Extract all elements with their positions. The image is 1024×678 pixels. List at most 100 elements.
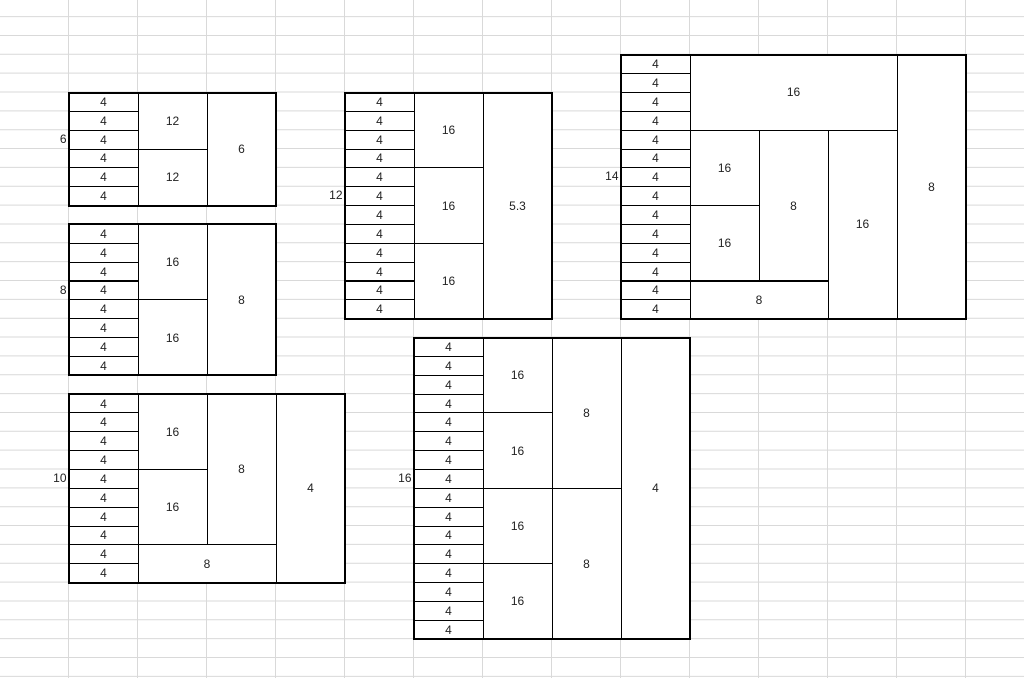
diagram-cell[interactable]: 4 — [413, 431, 484, 452]
side-label[interactable]: 10 — [53, 471, 67, 485]
side-label[interactable]: 8 — [59, 282, 67, 297]
diagram-cell[interactable]: 4 — [413, 374, 484, 395]
diagram-cell[interactable]: 4 — [620, 129, 691, 150]
diagram-cell[interactable]: 5.3 — [482, 92, 553, 320]
diagram-cell[interactable]: 4 — [68, 487, 139, 508]
diagram-cell[interactable]: 4 — [620, 242, 691, 263]
diagram-cell[interactable]: 4 — [68, 148, 139, 169]
diagram-cell[interactable]: 4 — [68, 525, 139, 546]
diagram-cell[interactable]: 12 — [137, 92, 208, 150]
side-label[interactable]: 16 — [398, 471, 412, 485]
diagram-cell[interactable]: 4 — [620, 205, 691, 225]
diagram-cell[interactable]: 4 — [68, 412, 139, 433]
diagram-cell[interactable]: 12 — [137, 148, 208, 207]
diagram-cell[interactable]: 4 — [68, 280, 139, 301]
diagram-cell[interactable]: 16 — [827, 129, 898, 320]
diagram-cell[interactable]: 16 — [137, 223, 208, 301]
diagram-cell[interactable]: 4 — [344, 205, 415, 225]
diagram-cell[interactable]: 4 — [68, 318, 139, 339]
diagram-cell[interactable]: 4 — [275, 393, 346, 584]
diagram-cell[interactable]: 4 — [413, 337, 484, 357]
diagram-cell[interactable]: 4 — [68, 261, 139, 282]
diagram-cell[interactable]: 4 — [620, 186, 691, 207]
diagram-cell[interactable]: 16 — [137, 393, 208, 470]
side-label[interactable]: 14 — [605, 169, 619, 184]
diagram-cell[interactable]: 4 — [344, 110, 415, 131]
diagram-cell[interactable]: 8 — [689, 280, 829, 320]
diagram-cell[interactable]: 16 — [482, 337, 553, 414]
diagram-cell[interactable]: 4 — [68, 563, 139, 584]
diagram-cell[interactable]: 4 — [68, 110, 139, 131]
diagram-cell[interactable]: 16 — [413, 92, 484, 169]
diagram-cell[interactable]: 16 — [137, 469, 208, 546]
diagram-cell[interactable]: 4 — [344, 148, 415, 169]
diagram-cell[interactable]: 4 — [620, 280, 691, 301]
diagram-cell[interactable]: 8 — [551, 487, 622, 640]
diagram-cell[interactable]: 4 — [68, 469, 139, 489]
diagram-cell[interactable]: 4 — [68, 186, 139, 207]
diagram-cell[interactable]: 4 — [344, 129, 415, 150]
diagram-cell[interactable]: 4 — [68, 129, 139, 150]
diagram-cell[interactable]: 4 — [68, 242, 139, 263]
diagram-cell[interactable]: 4 — [344, 92, 415, 112]
diagram-cell[interactable]: 4 — [344, 242, 415, 263]
diagram-cell[interactable]: 4 — [620, 299, 691, 320]
diagram-cell[interactable]: 4 — [620, 337, 691, 640]
diagram-cell[interactable]: 16 — [482, 563, 553, 640]
diagram-cell[interactable]: 16 — [482, 487, 553, 565]
diagram-cell[interactable]: 4 — [344, 299, 415, 320]
diagram-cell[interactable]: 4 — [68, 393, 139, 414]
diagram-cell[interactable]: 16 — [689, 54, 898, 131]
diagram-cell[interactable]: 4 — [413, 506, 484, 527]
diagram-cell[interactable]: 8 — [206, 393, 277, 546]
diagram-cell[interactable]: 4 — [344, 167, 415, 188]
diagram-cell[interactable]: 4 — [344, 280, 415, 301]
diagram-cell[interactable]: 4 — [620, 110, 691, 131]
diagram-cell[interactable]: 6 — [206, 92, 277, 207]
diagram-cell[interactable]: 4 — [68, 337, 139, 357]
diagram-cell[interactable]: 8 — [206, 223, 277, 376]
diagram-cell[interactable]: 4 — [344, 223, 415, 244]
diagram-cell[interactable]: 4 — [413, 450, 484, 470]
diagram-cell[interactable]: 8 — [896, 54, 967, 320]
diagram-cell[interactable]: 4 — [620, 54, 691, 75]
diagram-cell[interactable]: 4 — [413, 412, 484, 433]
diagram-cell[interactable]: 8 — [137, 544, 277, 584]
diagram-cell[interactable]: 16 — [413, 242, 484, 320]
diagram-cell[interactable]: 4 — [344, 186, 415, 207]
diagram-cell[interactable]: 16 — [413, 167, 484, 244]
diagram-cell[interactable]: 4 — [68, 450, 139, 470]
diagram-cell[interactable]: 4 — [620, 92, 691, 112]
diagram-cell[interactable]: 4 — [68, 506, 139, 527]
diagram-cell[interactable]: 4 — [68, 92, 139, 112]
side-label[interactable]: 12 — [329, 188, 343, 203]
diagram-cell[interactable]: 4 — [413, 355, 484, 376]
diagram-cell[interactable]: 16 — [482, 412, 553, 489]
diagram-cell[interactable]: 4 — [68, 544, 139, 565]
diagram-cell[interactable]: 4 — [413, 525, 484, 546]
diagram-cell[interactable]: 4 — [68, 299, 139, 320]
diagram-cell[interactable]: 4 — [68, 355, 139, 376]
diagram-cell[interactable]: 4 — [68, 167, 139, 188]
diagram-cell[interactable]: 16 — [689, 129, 760, 207]
diagram-cell[interactable]: 16 — [137, 299, 208, 376]
diagram-cell[interactable]: 4 — [413, 393, 484, 414]
diagram-cell[interactable]: 4 — [413, 600, 484, 621]
diagram-cell[interactable]: 4 — [620, 148, 691, 169]
diagram-cell[interactable]: 4 — [413, 544, 484, 565]
diagram-cell[interactable]: 4 — [413, 487, 484, 508]
diagram-cell[interactable]: 4 — [413, 619, 484, 640]
diagram-cell[interactable]: 4 — [413, 582, 484, 602]
diagram-cell[interactable]: 8 — [758, 129, 829, 282]
side-label[interactable]: 6 — [59, 131, 67, 146]
diagram-cell[interactable]: 4 — [620, 167, 691, 188]
diagram-cell[interactable]: 4 — [413, 563, 484, 584]
diagram-cell[interactable]: 4 — [344, 261, 415, 282]
diagram-cell[interactable]: 4 — [620, 223, 691, 244]
diagram-cell[interactable]: 4 — [68, 431, 139, 452]
diagram-cell[interactable]: 16 — [689, 205, 760, 282]
diagram-cell[interactable]: 4 — [620, 73, 691, 93]
diagram-cell[interactable]: 4 — [620, 261, 691, 282]
diagram-cell[interactable]: 8 — [551, 337, 622, 489]
diagram-cell[interactable]: 4 — [413, 469, 484, 489]
